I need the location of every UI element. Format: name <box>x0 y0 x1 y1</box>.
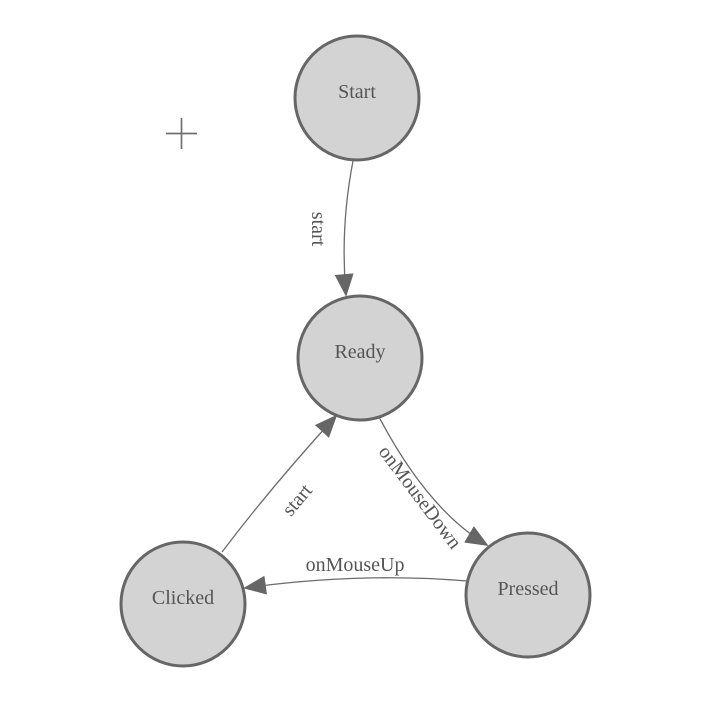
edge-ready-to-pressed-line <box>378 416 489 546</box>
edge-start-to-ready[interactable]: start <box>307 160 354 297</box>
edge-start-to-ready-line <box>334 160 354 297</box>
edge-clicked-to-ready[interactable]: start <box>221 414 338 553</box>
node-clicked-circle <box>119 540 247 668</box>
node-ready[interactable]: Ready <box>296 294 424 422</box>
edge-pressed-to-clicked-line <box>243 575 468 595</box>
node-clicked[interactable]: Clicked <box>119 540 247 668</box>
node-pressed-circle <box>464 531 592 659</box>
node-clicked-label: Clicked <box>152 587 214 609</box>
edge-clicked-to-ready-line <box>221 414 338 553</box>
node-start[interactable]: Start <box>293 34 421 162</box>
node-ready-circle <box>296 294 424 422</box>
node-pressed-label: Pressed <box>497 578 558 600</box>
edge-start-to-ready-label: start <box>307 212 329 247</box>
edge-pressed-to-clicked[interactable]: onMouseUp <box>243 554 468 595</box>
edge-clicked-to-ready-label: start <box>278 480 317 521</box>
origin-crosshair <box>166 118 197 149</box>
node-ready-label: Ready <box>334 341 385 363</box>
edge-ready-to-pressed[interactable]: onMouseDown <box>374 416 489 554</box>
node-pressed[interactable]: Pressed <box>464 531 592 659</box>
node-start-label: Start <box>338 81 376 103</box>
node-start-circle <box>293 34 421 162</box>
edge-ready-to-pressed-label: onMouseDown <box>374 442 466 554</box>
edge-pressed-to-clicked-label: onMouseUp <box>306 554 405 576</box>
